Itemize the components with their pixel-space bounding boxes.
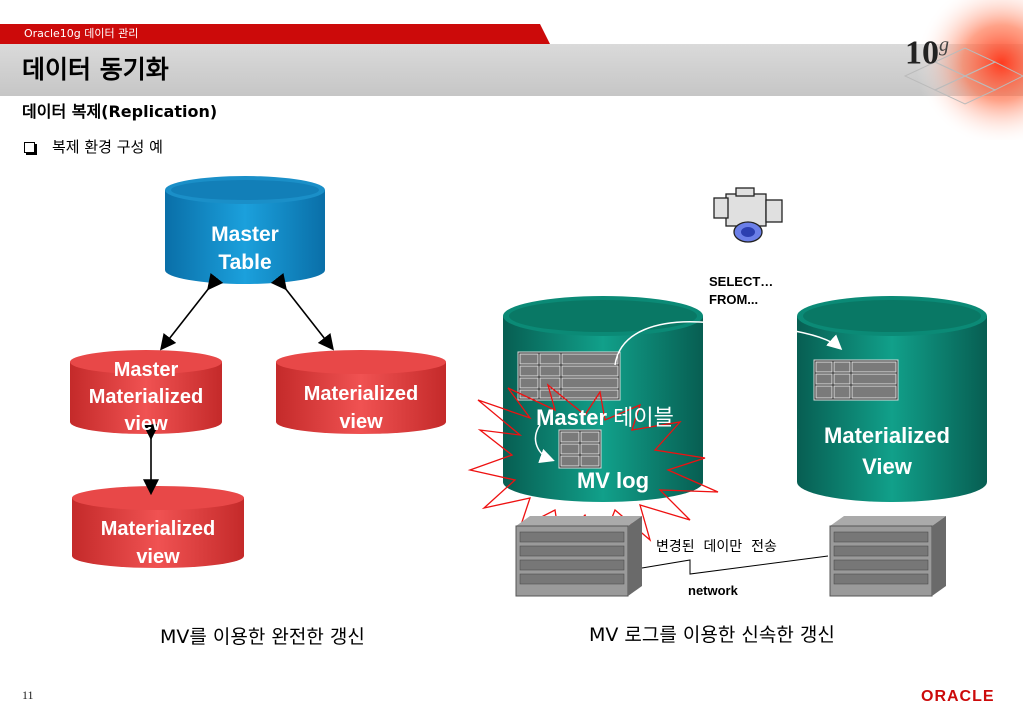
page-title: 데이터 동기화 <box>22 55 169 84</box>
arrow-master-to-mmv <box>160 272 224 351</box>
square-bullet-icon <box>24 142 35 153</box>
master-mv-cylinder <box>70 350 222 434</box>
mv-server-icon <box>829 516 946 597</box>
network-line <box>641 555 829 575</box>
mv-right-cylinder <box>276 350 446 434</box>
mv-bottom-cylinder <box>72 486 244 568</box>
refresh-curve-arrow <box>614 321 843 366</box>
section-label: Oracle10g 데이터 관리 <box>24 27 139 40</box>
select-query-label: SELECT…FROM... <box>709 274 774 307</box>
oracle-10g-logo: 10g <box>905 34 949 72</box>
mv-log-grid-icon <box>558 429 602 469</box>
right-caption: MV 로그를 이용한 신속한 갱신 <box>589 624 835 646</box>
corner-decoration <box>880 0 1023 140</box>
master-server-icon <box>515 516 642 597</box>
subtitle: 데이터 복제(Replication) <box>22 102 218 121</box>
mv-log-label: MV log <box>576 468 650 493</box>
master-teal-label: Master 테이블 <box>536 405 674 431</box>
log-curve-arrow <box>534 424 555 464</box>
network-label: network <box>688 583 738 598</box>
bullet-text: 복제 환경 구성 예 <box>52 138 163 156</box>
arrow-master-to-mv <box>270 272 334 351</box>
master-table-cylinder <box>165 176 325 284</box>
mv-grid-icon <box>813 359 899 401</box>
left-caption: MV를 이용한 완전한 갱신 <box>160 626 365 648</box>
title-bar <box>0 44 1023 96</box>
section-bar <box>0 24 540 44</box>
transfer-label: 변경된 데이만 전송 <box>656 539 777 555</box>
section-bar-tab <box>538 24 550 44</box>
camera-icon <box>713 187 783 243</box>
oracle-logo: ORACLE <box>921 688 995 705</box>
master-table-grid-icon <box>517 351 621 401</box>
page-number: 11 <box>22 688 34 702</box>
starburst-outline <box>467 383 719 550</box>
